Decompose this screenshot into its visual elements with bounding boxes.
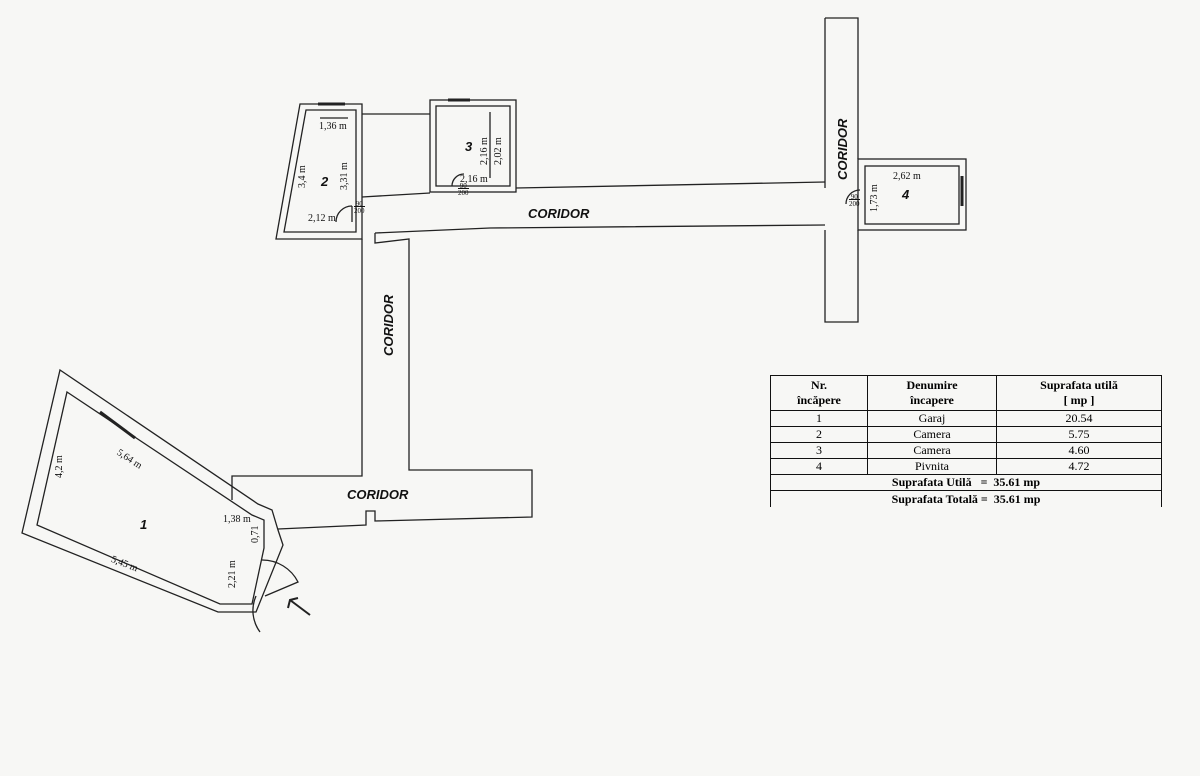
table-row: 3 Camera 4.60 (770, 442, 1162, 459)
entry-arrow-icon (287, 597, 311, 616)
total-useful-area: Suprafata Utilă = 35.61 mp (770, 474, 1162, 491)
table-row: 1 Garaj 20.54 (770, 410, 1162, 427)
cell-nr: 2 (770, 426, 868, 443)
cell-name: Camera (867, 442, 997, 459)
corridor-vertical-outline (825, 17, 859, 159)
room-4-walls (845, 158, 967, 231)
total-overall-row: Suprafata Totală = 35.61 mp (770, 490, 1162, 507)
cell-area: 5.75 (996, 426, 1162, 443)
total-overall-area: Suprafata Totală = 35.61 mp (770, 490, 1162, 507)
room-2-dim-right: 3,31 m (339, 162, 350, 190)
cell-area: 4.72 (996, 458, 1162, 475)
header-room-number: Nr.încăpere (770, 375, 868, 411)
corridor-label-top: CORIDOR (528, 206, 590, 221)
room-4-dim-top: 2,62 m (893, 171, 921, 182)
cell-nr: 1 (770, 410, 868, 427)
room-3-dim-right: 2,02 m (493, 137, 504, 165)
corridor-label-vertical: CORIDOR (835, 118, 850, 180)
room-1-dim-left: 4,2 m (54, 455, 65, 478)
room-1-dim-small: 0,71 (250, 525, 261, 544)
room-4-dim-left: 1,73 m (869, 184, 880, 212)
room-2-dim-top: 1,36 m (319, 121, 347, 132)
room-number-3: 3 (465, 139, 473, 154)
room-3-dim-bottom: 2,16 m (460, 174, 488, 185)
room-2-dim-left: 3,4 m (297, 165, 308, 188)
corridor-label-bottom: CORIDOR (347, 487, 409, 502)
room-1-dim-door: 2,21 m (227, 560, 238, 588)
cell-nr: 4 (770, 458, 868, 475)
corridor-label-left: CORIDOR (381, 294, 396, 356)
header-useful-area: Suprafata utilă[ mp ] (996, 375, 1162, 411)
table-row: 2 Camera 5.75 (770, 426, 1162, 443)
room-3-dim-inner: 2,16 m (479, 137, 490, 165)
room-number-4: 4 (902, 187, 910, 202)
cell-area: 4.60 (996, 442, 1162, 459)
cell-nr: 3 (770, 442, 868, 459)
cell-area: 20.54 (996, 410, 1162, 427)
room-1-walls (21, 368, 299, 633)
corridor-left-outline (231, 239, 363, 500)
room-2-dim-bottom: 2,12 m (308, 213, 336, 224)
room-number-1: 1 (140, 517, 148, 532)
room-3-walls (429, 98, 517, 193)
room-1-dim-notch: 1,38 m (223, 514, 251, 525)
cell-name: Garaj (867, 410, 997, 427)
total-useful-row: Suprafata Utilă = 35.61 mp (770, 474, 1162, 491)
cell-name: Pivnita (867, 458, 997, 475)
room-number-2: 2 (321, 174, 329, 189)
table-row: 4 Pivnita 4.72 (770, 458, 1162, 475)
cell-name: Camera (867, 426, 997, 443)
